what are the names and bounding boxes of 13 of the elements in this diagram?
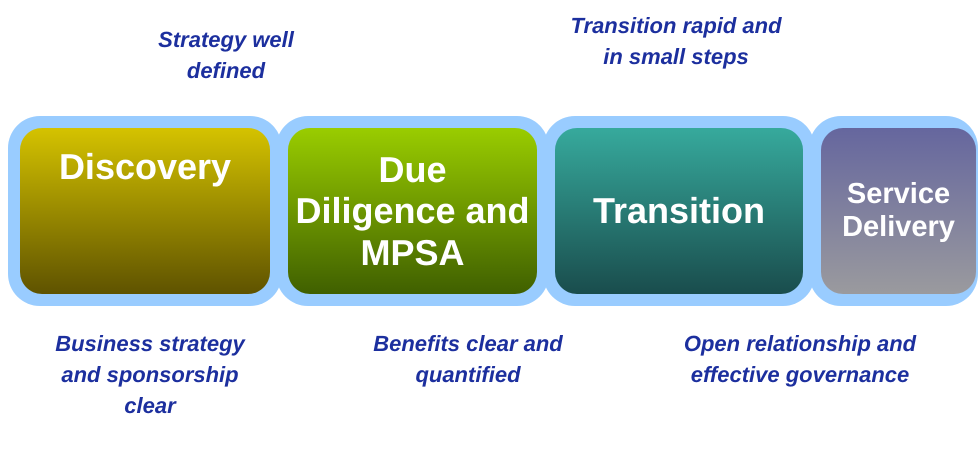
stage-box bbox=[555, 128, 803, 294]
stage-title: Transition bbox=[592, 190, 766, 232]
stage-box bbox=[20, 128, 270, 294]
stage-box bbox=[821, 128, 976, 294]
milestone-note: Transition rapid and in small steps bbox=[569, 12, 783, 72]
stage-title: Service Delivery bbox=[841, 178, 956, 244]
milestone-note: Strategy well defined bbox=[157, 26, 296, 86]
stage-title: Due Diligence and MPSA bbox=[294, 148, 531, 274]
stage-box bbox=[288, 128, 537, 294]
milestone-note: Open relationship and effective governance bbox=[682, 330, 918, 390]
stage-title: Discovery bbox=[58, 146, 232, 188]
milestone-note: Business strategy and sponsorship clear bbox=[54, 330, 246, 420]
milestone-note: Benefits clear and quantified bbox=[372, 330, 564, 390]
